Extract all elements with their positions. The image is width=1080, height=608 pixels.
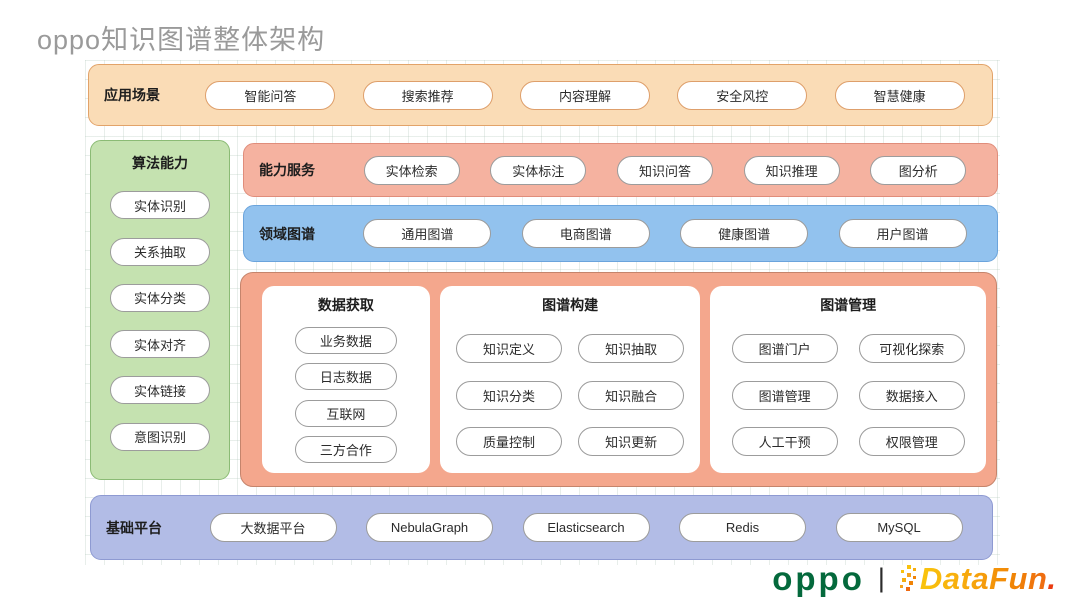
layer-application-scenarios: 应用场景 智能问答 搜索推荐 内容理解 安全风控 智慧健康 bbox=[88, 64, 993, 126]
application-node: 搜索推荐 bbox=[362, 80, 493, 110]
algorithm-node: 实体识别 bbox=[110, 191, 210, 220]
application-nodes: 智能问答 搜索推荐 内容理解 安全风控 智慧健康 bbox=[178, 80, 992, 110]
infrastructure-node: MySQL bbox=[835, 513, 963, 542]
capability-node: 图分析 bbox=[870, 155, 967, 185]
domain-nodes: 通用图谱 电商图谱 健康图谱 用户图谱 bbox=[333, 219, 997, 248]
layer-infrastructure: 基础平台 大数据平台 NebulaGraph Elasticsearch Red… bbox=[90, 495, 993, 560]
data-acquisition-node: 三方合作 bbox=[294, 436, 397, 464]
group-graph-management: 图谱管理 图谱门户 可视化探索 图谱管理 数据接入 人工干预 权限管理 bbox=[710, 286, 986, 473]
graph-construction-node: 知识融合 bbox=[578, 380, 685, 410]
domain-node: 健康图谱 bbox=[680, 219, 809, 248]
graph-construction-node: 知识分类 bbox=[455, 380, 562, 410]
application-node: 内容理解 bbox=[519, 80, 650, 110]
group-title: 数据获取 bbox=[317, 297, 374, 313]
capability-node: 知识问答 bbox=[616, 155, 713, 185]
graph-management-node: 数据接入 bbox=[858, 380, 965, 410]
graph-construction-node: 知识更新 bbox=[578, 426, 685, 456]
graph-construction-node: 知识定义 bbox=[455, 334, 562, 364]
infrastructure-node: Elasticsearch bbox=[522, 513, 650, 542]
graph-management-node: 图谱管理 bbox=[731, 380, 838, 410]
application-node: 智能问答 bbox=[205, 80, 336, 110]
domain-node: 用户图谱 bbox=[838, 219, 967, 248]
layer-capability-services: 能力服务 实体检索 实体标注 知识问答 知识推理 图分析 bbox=[243, 143, 998, 197]
data-acquisition-node: 业务数据 bbox=[294, 326, 397, 354]
infrastructure-nodes: 大数据平台 NebulaGraph Elasticsearch Redis My… bbox=[180, 513, 992, 542]
datafun-period: . bbox=[1047, 560, 1056, 596]
capability-nodes: 实体检索 实体标注 知识问答 知识推理 图分析 bbox=[333, 155, 997, 185]
group-title: 图谱构建 bbox=[542, 297, 599, 313]
infrastructure-node: Redis bbox=[679, 513, 806, 542]
layer-domain-label: 领域图谱 bbox=[259, 225, 315, 242]
data-acquisition-node: 互联网 bbox=[294, 399, 397, 427]
graph-construction-nodes: 知识定义 知识抽取 知识分类 知识融合 质量控制 知识更新 bbox=[440, 317, 701, 473]
graph-management-node: 图谱门户 bbox=[731, 334, 838, 364]
graph-construction-node: 质量控制 bbox=[455, 426, 562, 456]
infrastructure-node: NebulaGraph bbox=[366, 513, 493, 542]
infrastructure-node: 大数据平台 bbox=[209, 513, 337, 542]
page-title: oppo知识图谱整体架构 bbox=[37, 25, 326, 55]
data-acquisition-nodes: 业务数据 日志数据 互联网 三方合作 bbox=[262, 317, 430, 473]
domain-node: 电商图谱 bbox=[521, 219, 650, 248]
domain-node: 通用图谱 bbox=[363, 219, 492, 248]
graph-management-node: 可视化探索 bbox=[858, 334, 965, 364]
datafun-dots-icon bbox=[899, 565, 916, 591]
oppo-logo: oppo bbox=[772, 559, 865, 597]
graph-management-node: 人工干预 bbox=[731, 426, 838, 456]
graph-construction-node: 知识抽取 bbox=[578, 334, 685, 364]
footer-logos: oppo | DataFun. bbox=[772, 556, 1056, 600]
application-node: 安全风控 bbox=[677, 80, 808, 110]
layer-graph-platform: 数据获取 业务数据 日志数据 互联网 三方合作 图谱构建 知识定义 知识抽取 知… bbox=[240, 272, 997, 487]
layer-algorithm-label: 算法能力 bbox=[132, 155, 188, 171]
layer-capability-label: 能力服务 bbox=[259, 162, 315, 178]
group-title: 图谱管理 bbox=[820, 297, 877, 313]
datafun-logo: DataFun. bbox=[898, 563, 1056, 594]
algorithm-node: 实体分类 bbox=[110, 283, 210, 312]
capability-node: 实体标注 bbox=[490, 155, 587, 185]
group-graph-construction: 图谱构建 知识定义 知识抽取 知识分类 知识融合 质量控制 知识更新 bbox=[439, 286, 701, 473]
layer-algorithm-capabilities: 算法能力 实体识别 关系抽取 实体分类 实体对齐 实体链接 意图识别 bbox=[90, 140, 230, 480]
graph-management-node: 权限管理 bbox=[858, 426, 965, 456]
capability-node: 知识推理 bbox=[743, 155, 840, 185]
data-acquisition-node: 日志数据 bbox=[294, 363, 397, 391]
algorithm-node: 实体对齐 bbox=[110, 330, 210, 359]
application-node: 智慧健康 bbox=[834, 80, 965, 110]
architecture-diagram: 应用场景 智能问答 搜索推荐 内容理解 安全风控 智慧健康 算法能力 实体识别 … bbox=[85, 60, 1000, 565]
algorithm-node: 关系抽取 bbox=[110, 237, 210, 266]
layer-application-label: 应用场景 bbox=[104, 87, 160, 103]
capability-node: 实体检索 bbox=[363, 155, 460, 185]
graph-management-nodes: 图谱门户 可视化探索 图谱管理 数据接入 人工干预 权限管理 bbox=[710, 317, 986, 473]
layer-infrastructure-label: 基础平台 bbox=[106, 519, 162, 536]
layer-domain-graphs: 领域图谱 通用图谱 电商图谱 健康图谱 用户图谱 bbox=[243, 205, 998, 262]
algorithm-node: 实体链接 bbox=[110, 376, 210, 405]
logo-separator: | bbox=[877, 562, 885, 593]
datafun-text: DataFun bbox=[919, 560, 1048, 596]
group-data-acquisition: 数据获取 业务数据 日志数据 互联网 三方合作 bbox=[262, 286, 430, 473]
algorithm-node: 意图识别 bbox=[110, 422, 210, 451]
algorithm-nodes: 实体识别 关系抽取 实体分类 实体对齐 实体链接 意图识别 bbox=[91, 173, 229, 469]
